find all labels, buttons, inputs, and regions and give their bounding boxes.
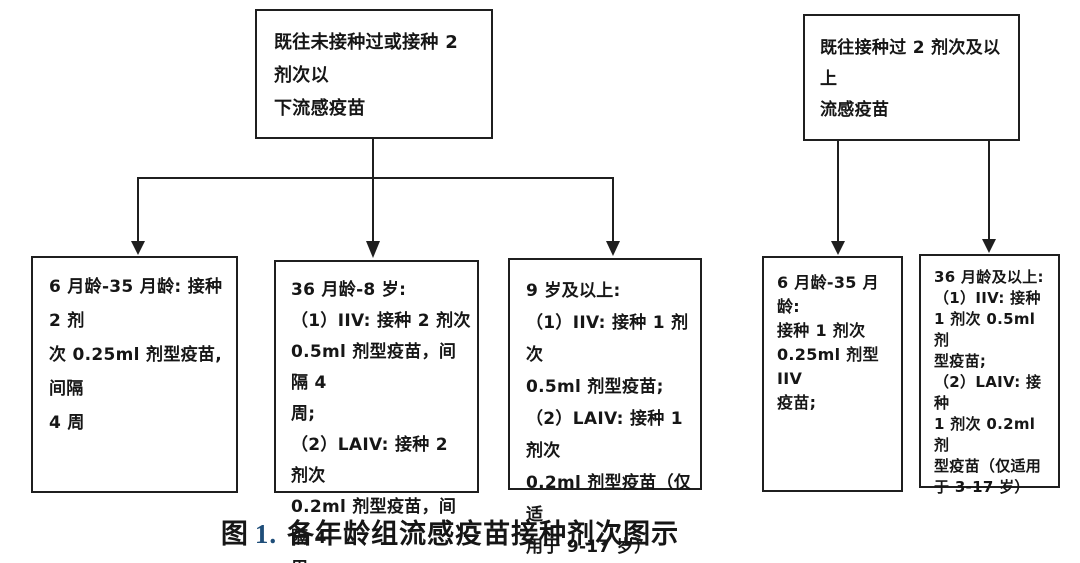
node-36-months-to-8-years: 36 月龄-8 岁: （1）IIV: 接种 2 剂次 0.5ml 剂型疫苗，间隔… <box>274 260 479 563</box>
node-36-months-and-older: 36 月龄及以上: （1）IIV: 接种 1 剂次 0.5ml 剂 型疫苗; （… <box>919 254 1060 496</box>
arrowhead-down-icon <box>831 241 845 255</box>
node-9-years-and-older: 9 岁及以上: （1）IIV: 接种 1 剂次 0.5ml 剂型疫苗; （2）L… <box>508 258 702 557</box>
node-prior-less-than-2-doses: 既往未接种过或接种 2 剂次以 下流感疫苗 <box>255 9 493 139</box>
caption-title: 各年龄组流感疫苗接种剂次图示 <box>287 519 680 549</box>
node-6-35-months-primed: 6 月龄-35 月龄: 接种 1 剂次 0.25ml 剂型 IIV 疫苗; <box>762 256 903 492</box>
caption-figure-label: 图 <box>220 519 249 549</box>
arrowhead-down-icon <box>366 241 380 258</box>
arrowhead-down-icon <box>982 239 996 253</box>
node-prior-2-or-more-doses: 既往接种过 2 剂次及以上 流感疫苗 <box>803 14 1020 141</box>
node-6-35-months-unprimed: 6 月龄-35 月龄: 接种 2 剂 次 0.25ml 剂型疫苗, 间隔 4 周 <box>31 256 238 493</box>
arrowhead-down-icon <box>606 241 620 256</box>
caption-figure-number: 1. <box>254 519 278 549</box>
arrowhead-down-icon <box>131 241 145 255</box>
